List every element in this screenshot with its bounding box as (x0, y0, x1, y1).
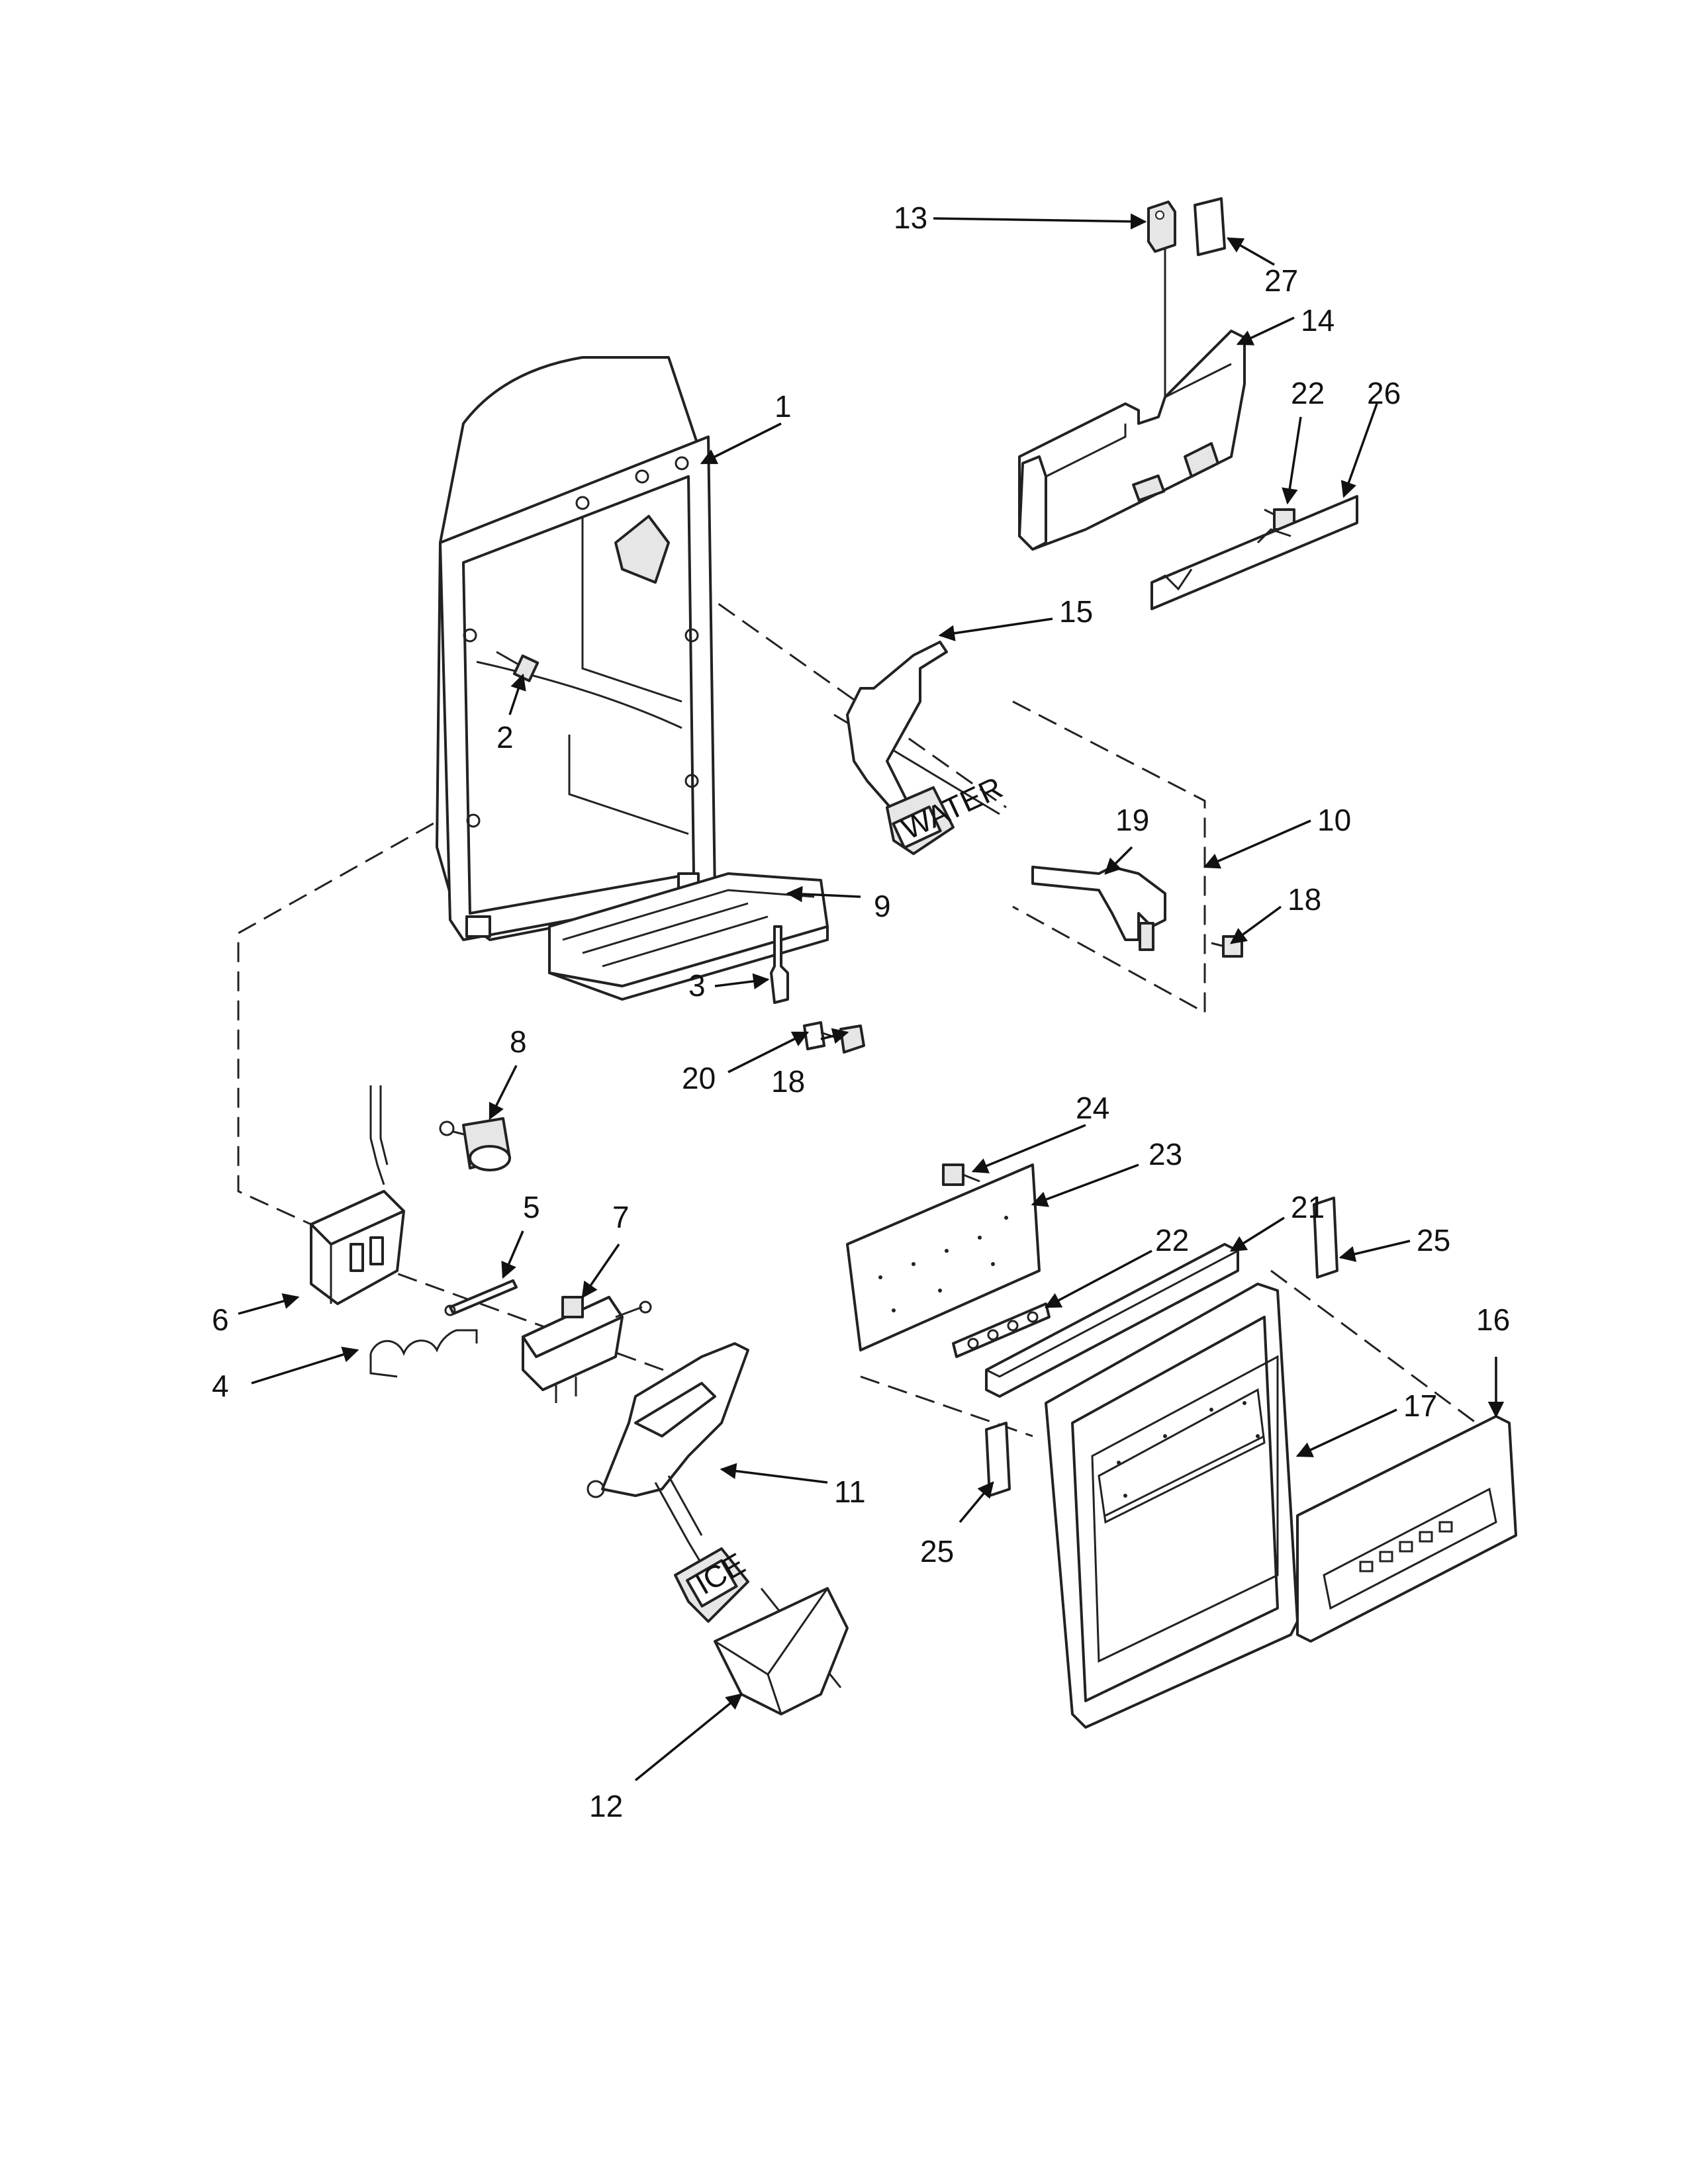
drip-tray (548, 872, 829, 1001)
small-parts-3-20-18 (770, 925, 865, 1054)
dispenser-bracket-14 (1018, 330, 1246, 551)
callout-1: 1 (774, 389, 792, 424)
ice-actuator-11: ICE (586, 1342, 751, 1623)
spring-4 (369, 1329, 478, 1378)
actuator-block-7 (522, 1296, 652, 1403)
callout-18a: 18 (1288, 882, 1321, 917)
assembly-lines (237, 238, 1477, 1688)
callout-7: 7 (612, 1200, 630, 1234)
callout-25b: 25 (920, 1534, 954, 1569)
ice-chute-12 (714, 1587, 849, 1715)
callout-18b: 18 (771, 1064, 805, 1099)
callout-11: 11 (834, 1475, 866, 1509)
callout-27: 27 (1264, 263, 1298, 298)
callout-17: 17 (1403, 1388, 1437, 1423)
callout-3: 3 (688, 968, 706, 1003)
solenoid-8 (439, 1117, 511, 1171)
button-strip-22 (952, 1302, 1051, 1358)
water-actuator-15: WATER (846, 641, 1008, 855)
control-board-26 (1150, 495, 1358, 610)
callout-22b: 22 (1155, 1223, 1189, 1257)
callout-12: 12 (589, 1789, 623, 1823)
end-cap-25-lower (985, 1422, 1011, 1497)
screw-24 (942, 1163, 980, 1186)
front-cover-16 (1296, 1415, 1517, 1643)
pin-5 (444, 1279, 518, 1316)
callout-leaders (238, 213, 1505, 1782)
lever-19 (1031, 866, 1166, 951)
callout-13: 13 (894, 201, 927, 235)
callout-9: 9 (874, 889, 891, 923)
dispenser-housing (436, 356, 716, 941)
callout-19: 19 (1115, 803, 1149, 837)
callout-23: 23 (1149, 1137, 1182, 1171)
dispenser-face-17 (1045, 1283, 1299, 1729)
callout-24: 24 (1076, 1091, 1109, 1125)
callout-labels: 1 2 3 4 5 6 7 8 9 10 11 12 13 14 15 16 1… (212, 201, 1510, 1823)
callout-22a: 22 (1291, 376, 1325, 410)
end-cap-25-upper (1313, 1197, 1338, 1279)
callout-5: 5 (523, 1190, 540, 1224)
circuit-board-23 (846, 1163, 1041, 1351)
callout-4: 4 (212, 1369, 229, 1403)
callout-26: 26 (1367, 376, 1401, 410)
switch-housing-6 (310, 1085, 405, 1305)
callout-14: 14 (1301, 303, 1335, 338)
callout-21: 21 (1291, 1190, 1325, 1224)
water-paddle-label: WATER (896, 770, 1008, 846)
callout-8: 8 (510, 1024, 527, 1059)
callout-25a: 25 (1417, 1223, 1450, 1257)
callout-6: 6 (212, 1302, 229, 1337)
callout-15: 15 (1059, 594, 1093, 629)
trim-bar-21 (985, 1243, 1239, 1398)
callout-20: 20 (682, 1061, 716, 1095)
callout-2: 2 (496, 720, 514, 754)
callout-10: 10 (1317, 803, 1351, 837)
callout-16: 16 (1476, 1302, 1510, 1337)
micro-switch-13 (1147, 197, 1226, 256)
